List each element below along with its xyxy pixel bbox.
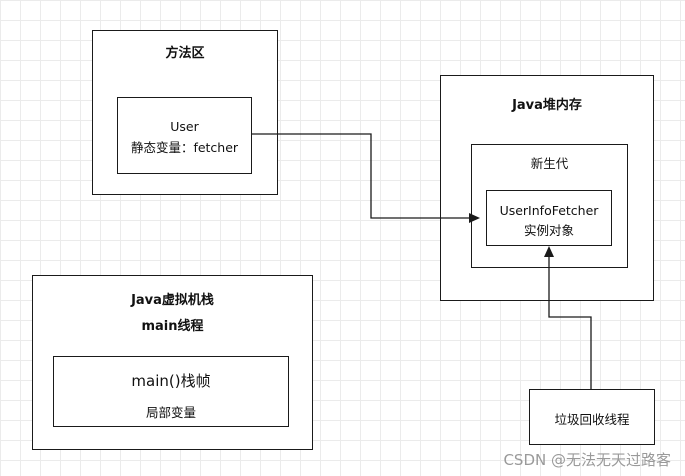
fetcher-class-name: UserInfoFetcher [499, 203, 599, 218]
user-static-field: 静态变量：fetcher [130, 140, 239, 155]
gc-thread-box: 垃圾回收线程 [529, 389, 655, 445]
fetcher-instance-label: 实例对象 [523, 223, 574, 238]
method-area-box: 方法区 User 静态变量：fetcher [92, 30, 278, 195]
user-class-box: User 静态变量：fetcher [117, 97, 252, 174]
csdn-watermark: CSDN @无法无天过路客 [503, 451, 671, 469]
reference-arrow-static-to-instance [251, 133, 469, 219]
user-class-name: User [170, 119, 199, 134]
jvm-stack-title: Java虚拟机栈 [131, 293, 214, 308]
young-gen-title: 新生代 [530, 156, 569, 171]
main-thread-title: main线程 [141, 319, 204, 334]
main-stack-frame-box: main()栈帧 局部变量 [53, 356, 289, 427]
reference-arrowhead [469, 213, 480, 223]
gc-thread-label: 垃圾回收线程 [554, 412, 630, 427]
method-area-title: 方法区 [165, 46, 205, 61]
jvm-stack-box: Java虚拟机栈 main线程 main()栈帧 局部变量 [32, 275, 313, 450]
heap-title: Java堆内存 [512, 98, 582, 113]
gc-scan-arrowhead [544, 246, 554, 257]
local-variables-label: 局部变量 [145, 405, 196, 420]
fetcher-instance-box: UserInfoFetcher 实例对象 [486, 190, 612, 246]
gc-scan-arrow [548, 257, 592, 389]
main-frame-title: main()栈帧 [131, 372, 211, 390]
